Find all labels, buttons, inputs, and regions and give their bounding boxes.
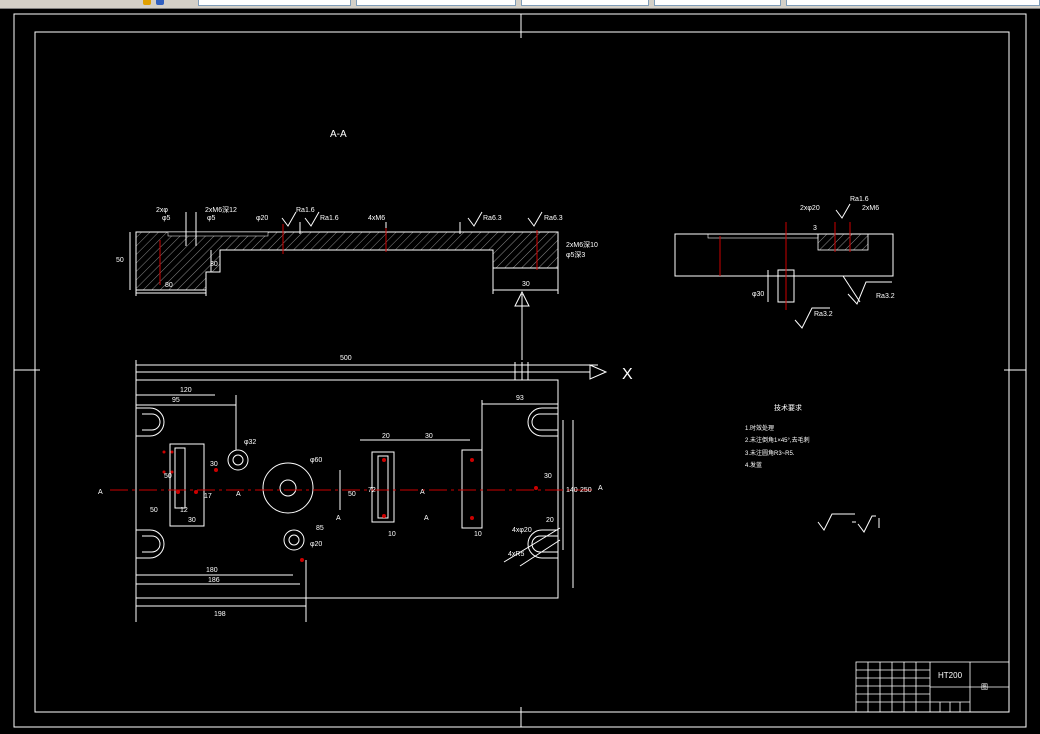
material-label: HT200 [938, 671, 963, 680]
dimension-label: φ30 [752, 291, 764, 298]
dimension-label: 1.时效处理 [745, 424, 774, 432]
title-cell: 图 [981, 683, 988, 691]
dimension-label: 30 [522, 281, 530, 288]
dimension-label: A [424, 515, 429, 522]
dimension-label: 3.未注圆角R3~R5. [745, 449, 795, 457]
dimension-label: φ60 [310, 457, 322, 464]
dimension-label: 10 [388, 531, 396, 538]
dimension-label: 30 [210, 261, 218, 268]
section-title: A-A [330, 129, 347, 140]
dimension-label: 50 [164, 473, 172, 480]
dimension-label: 2.未注倒角1×45°,去毛刺 [745, 436, 810, 444]
dimension-label: 20 [546, 517, 554, 524]
drawing-canvas[interactable]: A-A [0, 9, 1040, 734]
dimension-label: 2xφ20 [800, 205, 820, 212]
side-view: 2xφ20 Ra1.6 2xM6 3 φ30 Ra3.2 Ra3.2 [674, 196, 895, 329]
dimension-label: φ5 [162, 215, 171, 222]
dimension-label: 120 [180, 387, 192, 394]
dimension-label: 50 [116, 257, 124, 264]
dimension-label: 2xM6深10 [566, 240, 598, 249]
dimension-label: 20 [382, 433, 390, 440]
dimension-label: 17 [204, 493, 212, 500]
layer-state-icon[interactable] [156, 0, 164, 5]
dimension-label: 186 [208, 577, 220, 584]
dimension-label: 30 [210, 461, 218, 468]
roughness-symbol [817, 513, 880, 533]
dimension-label: Ra3.2 [876, 293, 895, 300]
dimension-label: 2xM6深12 [205, 205, 237, 214]
axis-x-label: X [622, 366, 633, 383]
layer-props-icon[interactable] [143, 0, 151, 5]
dimension-label: 50 [348, 491, 356, 498]
layer-dropdown[interactable] [198, 0, 351, 6]
dimension-label: φ20 [256, 215, 268, 222]
section-view: A-A [116, 129, 598, 360]
dimension-label: Ra1.6 [320, 215, 339, 222]
dimension-label: Ra1.6 [296, 207, 315, 214]
dimension-label: 180 [206, 567, 218, 574]
dimension-label: 95 [172, 397, 180, 404]
dimension-label: Ra3.2 [814, 311, 833, 318]
dimension-label: 30 [544, 473, 552, 480]
dimension-label: 10 [474, 531, 482, 538]
dimension-label: 4xM6 [368, 215, 385, 222]
dimension-label: 30 [425, 433, 433, 440]
technical-notes: 技术要求 1.时效处理 2.未注倒角1×45°,去毛刺 3.未注圆角R3~R5.… [745, 403, 810, 469]
title-block [855, 661, 1010, 713]
dimension-label: 2xφ [156, 207, 168, 214]
dimension-label: 140 [566, 487, 578, 494]
lineweight-dropdown[interactable] [654, 0, 781, 6]
dimension-label: 80 [165, 282, 173, 289]
dimension-label: 3 [813, 225, 817, 232]
dimension-label: 93 [516, 395, 524, 402]
dimension-label: φ5深3 [566, 250, 585, 259]
dimension-label: Ra1.6 [850, 196, 869, 203]
color-dropdown[interactable] [356, 0, 516, 6]
dimension-label: 50 [150, 507, 158, 514]
plotstyle-dropdown[interactable] [786, 0, 1040, 6]
dimension-label: 72 [368, 487, 376, 494]
dimension-label: Ra6.3 [544, 215, 563, 222]
dimension-label: 85 [316, 525, 324, 532]
dimension-label: 2xM6 [862, 205, 879, 212]
dimension-label: φ32 [244, 439, 256, 446]
dimension-label: 4.发蓝 [745, 461, 762, 469]
dimension-label: A [598, 485, 603, 492]
dimension-label: A [336, 515, 341, 522]
dimension-label: 250 [580, 487, 592, 494]
dimension-label: A [420, 489, 425, 496]
dimension-label: 4xφ20 [512, 527, 532, 534]
dimension-label: φ5 [207, 215, 216, 222]
dimension-label: A [236, 491, 241, 498]
dimension-label: 技术要求 [774, 403, 802, 412]
linetype-dropdown[interactable] [521, 0, 649, 6]
dimension-label: 30 [188, 517, 196, 524]
dimension-label: φ20 [310, 541, 322, 548]
dimension-label: 198 [214, 611, 226, 618]
plan-view: 500 120 95 93 50 50 17 30 12 30 20 30 72… [98, 355, 633, 622]
dimension-label: 12 [180, 507, 188, 514]
dimension-label: Ra6.3 [483, 215, 502, 222]
dimension-label: 500 [340, 355, 352, 362]
sheet-frame [13, 13, 1027, 728]
dimension-label: A [98, 489, 103, 496]
dimension-label: 4xR5 [508, 551, 524, 558]
toolbar [0, 0, 1040, 9]
